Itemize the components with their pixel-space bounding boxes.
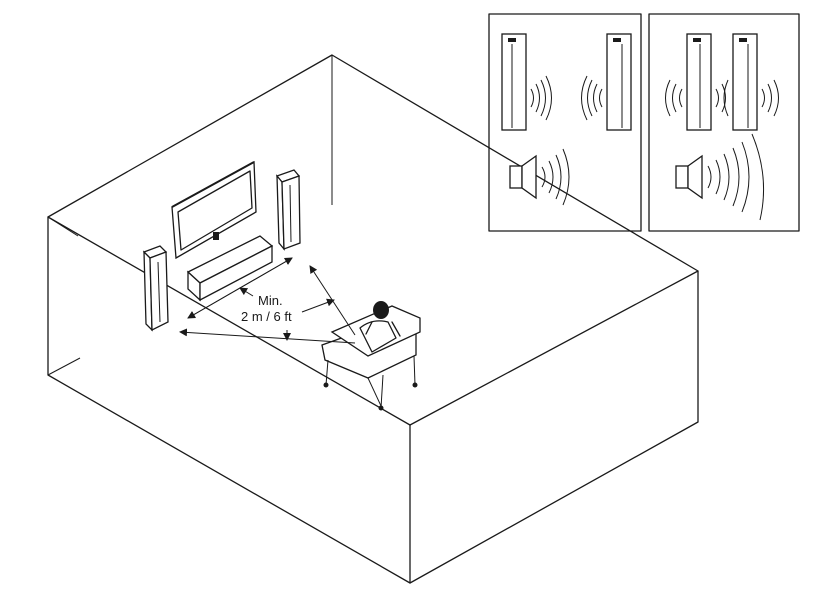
min-label: Min. [258, 293, 283, 308]
television [171, 160, 257, 260]
sound-wave-icon [541, 148, 570, 206]
room-box [47, 54, 699, 584]
sound-wave-icon [707, 133, 765, 221]
tower-speaker-icon [501, 33, 527, 131]
listener-chair [321, 301, 421, 411]
tower-speaker-icon [142, 245, 169, 332]
woofer-icon [509, 154, 537, 200]
tower-speaker-icon [275, 169, 301, 251]
inset-panel-2 [648, 13, 800, 232]
woofer-icon [675, 154, 703, 200]
sound-wave-icon [665, 79, 779, 117]
tower-speaker-icon [686, 33, 712, 131]
inset-panel-1 [488, 13, 642, 232]
distance-label: 2 m / 6 ft [241, 309, 292, 324]
tower-speaker-icon [732, 33, 758, 131]
sound-wave-icon [530, 75, 603, 121]
distance-arrows [179, 257, 356, 344]
tower-speaker-icon [606, 33, 632, 131]
tv-stand [186, 235, 274, 302]
